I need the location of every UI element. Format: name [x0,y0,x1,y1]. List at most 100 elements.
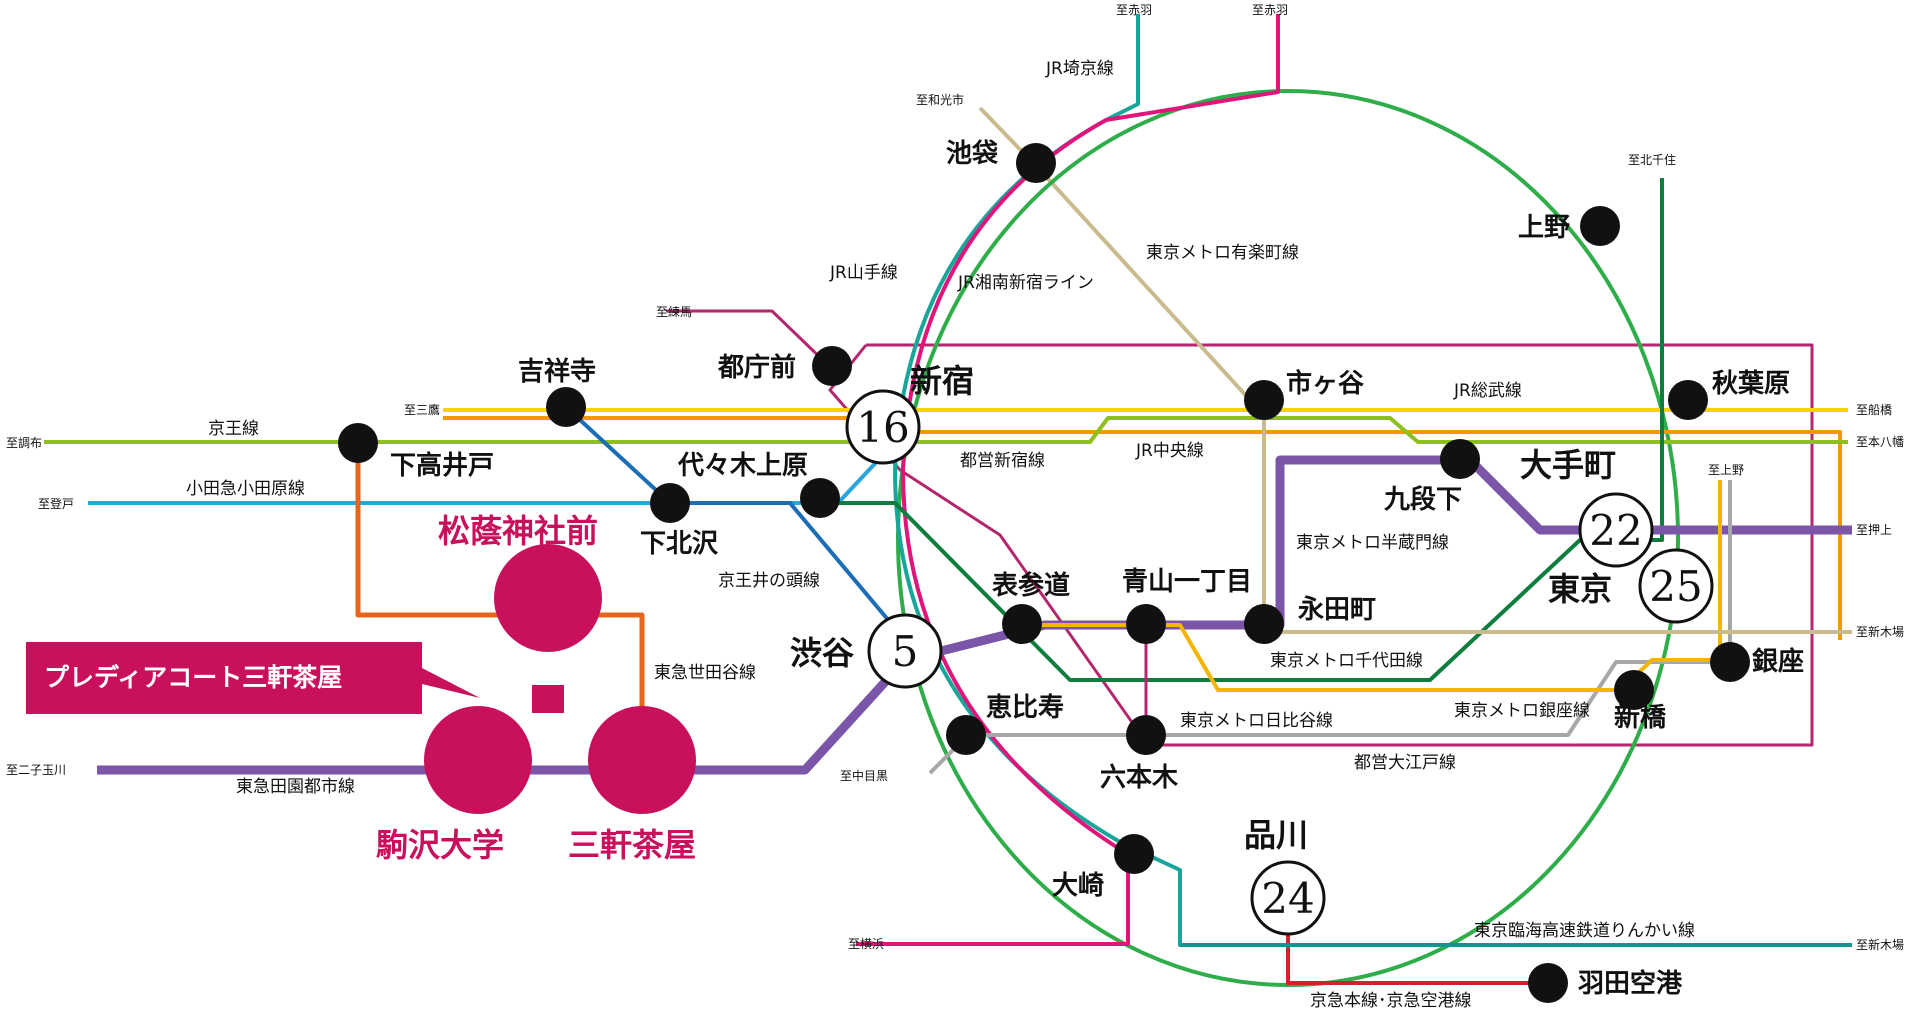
name-shoinjinjamae: 松蔭神社前 [438,512,598,550]
name-shimotakaido: 下高井戸 [390,450,494,481]
chiyoda-line [838,178,1664,682]
dot-omotesando [1002,604,1042,644]
time-circle-tokyo [1638,548,1714,624]
label-chuo: JR中央線 [1135,441,1204,461]
label-rinkai: 東京臨海高速鉄道りんかい線 [1474,921,1695,941]
dest-ueno: 至上野 [1708,463,1744,477]
name-shibuya: 渋谷 [790,634,854,672]
name-yoyogiuehara: 代々木上原 [677,451,808,481]
station-names: 池袋 上野 新宿 都庁前 吉祥寺 下高井戸 代々木上原 下北沢 市ヶ谷 秋葉原 … [390,139,1804,999]
name-ueno: 上野 [1518,213,1570,243]
dot-aoyamaitchome [1126,604,1166,644]
name-kudanshita: 九段下 [1383,484,1462,515]
dot-tochomae [812,346,852,386]
name-aoyamaitchome: 青山一丁目 [1122,567,1252,597]
name-haneda: 羽田空港 [1578,968,1683,999]
dot-nagatacho [1244,604,1284,644]
label-hanzomon: 東京メトロ半蔵門線 [1296,533,1449,553]
label-ginzaline: 東京メトロ銀座線 [1454,701,1590,721]
name-omotesando: 表参道 [992,570,1070,601]
dest-chofu: 至調布 [6,436,42,450]
label-saikyo: JR埼京線 [1045,59,1114,79]
dest-shinkiba-1: 至新木場 [1856,624,1904,639]
name-kichijoji: 吉祥寺 [518,357,596,387]
highlight-area: 松蔭神社前 駒沢大学 三軒茶屋 プレディアコート三軒茶屋 [26,512,696,864]
dest-kitasenju: 至北千住 [1628,153,1676,167]
dot-osaki [1114,834,1154,874]
dest-motoyawata: 至本八幡 [1856,434,1904,449]
name-nagatacho: 永田町 [1298,595,1376,625]
label-yurakucho: 東京メトロ有楽町線 [1146,243,1299,263]
highlight-dot-shoinjinjamae [494,544,602,652]
time-otemachi: 22 [1589,506,1642,555]
dest-akabane-1: 至赤羽 [1116,3,1152,17]
time-shinagawa: 24 [1261,874,1314,923]
dot-ueno [1580,206,1620,246]
property-marker [532,685,564,713]
name-ichigaya: 市ヶ谷 [1286,368,1365,399]
name-shimbashi: 新橋 [1614,702,1667,733]
name-ginza: 銀座 [1752,646,1804,677]
name-akihabara: 秋葉原 [1712,369,1790,399]
dot-shimbashi [1614,670,1654,710]
label-odakyu: 小田急小田原線 [186,479,305,499]
time-circle-shibuya [867,613,943,689]
time-circles: 16 5 22 25 24 [845,389,1714,936]
label-inokashira: 京王井の頭線 [718,571,820,591]
dot-kudanshita [1440,439,1480,479]
name-ikebukuro: 池袋 [946,139,999,169]
dest-shinkiba-2: 至新木場 [1856,937,1904,952]
station-dots [338,143,1750,1003]
time-tokyo: 25 [1649,562,1702,611]
label-setagaya: 東急世田谷線 [654,663,756,683]
dest-yokohama: 至横浜 [848,937,884,951]
highlight-dot-sangenjaya [588,706,696,814]
name-shimokitazawa: 下北沢 [640,529,719,559]
label-sobu: JR総武線 [1453,381,1522,401]
time-shibuya: 5 [892,627,919,676]
label-oedo: 都営大江戸線 [1354,753,1456,773]
label-yamanote: JR山手線 [829,263,898,283]
name-roppongi: 六本木 [1100,763,1178,793]
destination-labels: 至赤羽 至赤羽 至和光市 至北千住 至練馬 至三鷹 至調布 至登戸 至船橋 至本… [6,3,1904,952]
dot-shimokitazawa [650,483,690,523]
time-circle-otemachi [1578,492,1654,568]
dest-nerima: 至練馬 [656,305,692,319]
label-keio: 京王線 [208,419,259,439]
label-denentoshi: 東急田園都市線 [236,777,355,797]
name-ebisu: 恵比寿 [986,693,1064,723]
name-otemachi: 大手町 [1520,446,1616,484]
dest-mitaka: 至三鷹 [404,402,440,417]
property-label: プレディアコート三軒茶屋 [44,663,342,692]
dot-akihabara [1668,380,1708,420]
label-shinjukuline: 都営新宿線 [960,451,1045,471]
dest-futakotamagawa: 至二子玉川 [6,763,66,777]
dot-ichigaya [1244,380,1284,420]
name-komazawadaigaku: 駒沢大学 [376,826,504,864]
oedo-line-nerima [666,309,833,370]
line-labels: JR埼京線 JR山手線 JR湘南新宿ライン 東京メトロ有楽町線 京王線 小田急小… [186,59,1695,1011]
dot-kichijoji [546,387,586,427]
time-circle-shinjuku [845,389,921,465]
dot-haneda [1528,963,1568,1003]
name-osaki: 大崎 [1052,871,1104,901]
time-circle-shinagawa [1250,860,1326,936]
label-shonan: JR湘南新宿ライン [957,273,1094,293]
dest-noborito: 至登戸 [38,496,74,511]
dest-oshiage: 至押上 [1856,523,1892,537]
dot-shimotakaido [338,423,378,463]
label-hibiya: 東京メトロ日比谷線 [1180,711,1333,731]
highlight-dot-komazawadaigaku [424,706,532,814]
dot-ikebukuro [1016,143,1056,183]
label-chiyoda: 東京メトロ千代田線 [1270,651,1423,671]
dest-akabane-2: 至赤羽 [1252,3,1288,17]
keikyu-line [1286,920,1548,985]
name-shinjuku: 新宿 [910,362,974,400]
property-banner [26,642,480,714]
dot-roppongi [1126,715,1166,755]
name-tokyo: 東京 [1548,570,1612,608]
dest-funabashi: 至船橋 [1856,403,1892,417]
name-shinagawa: 品川 [1244,816,1308,854]
dot-ebisu [946,715,986,755]
dest-nakameguro: 至中目黒 [840,768,888,783]
